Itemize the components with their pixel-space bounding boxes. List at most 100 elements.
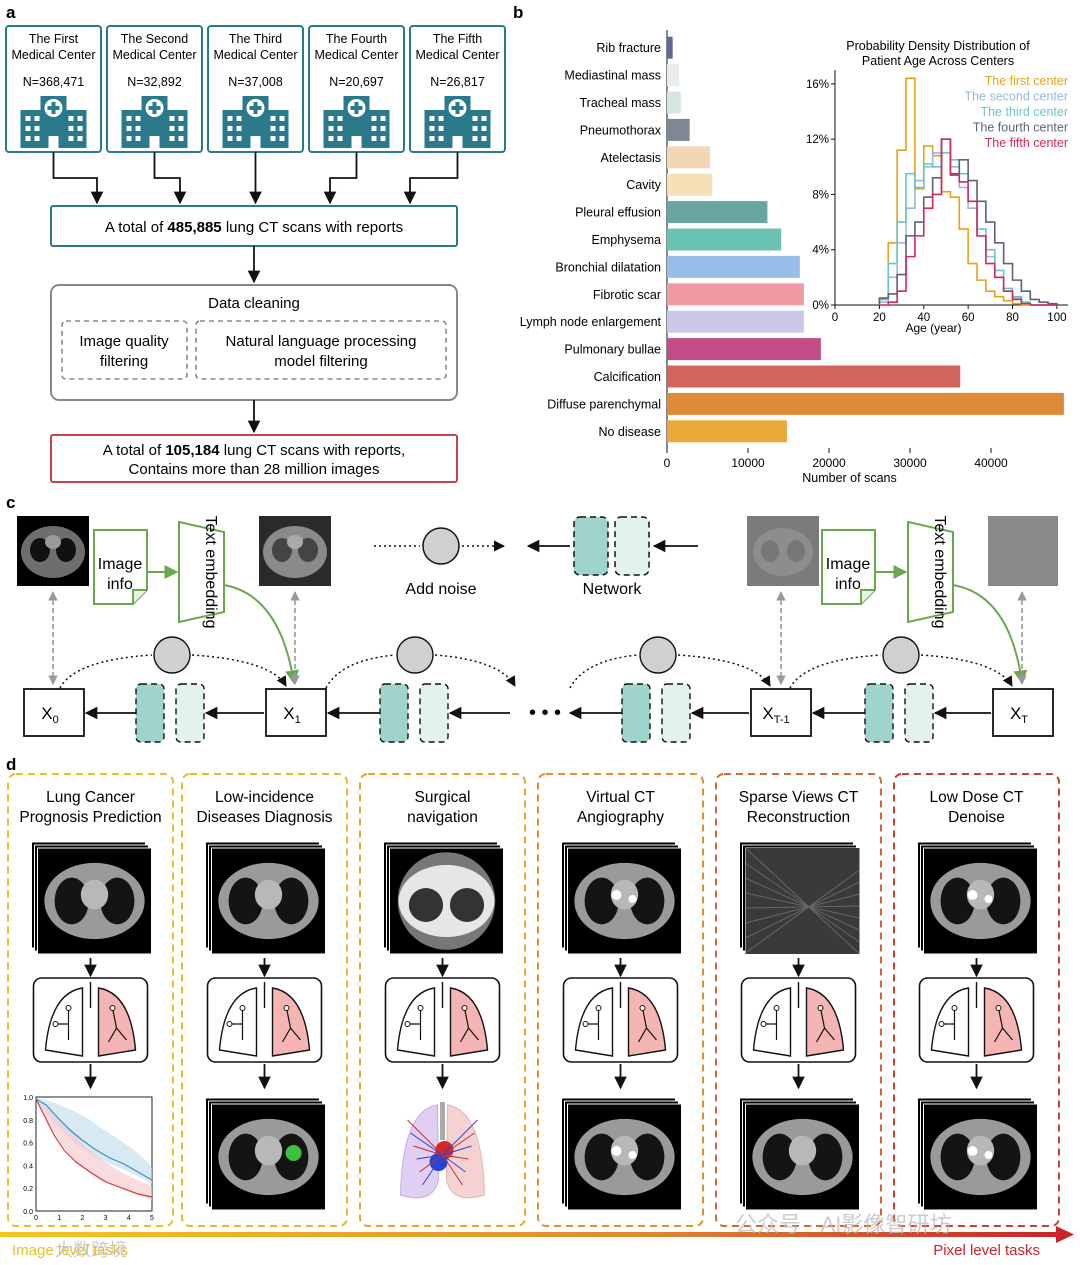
inset-y-tick-label: 8% (812, 189, 829, 201)
lung-icon (206, 977, 323, 1063)
km-x-tick-label: 1 (57, 1215, 61, 1222)
inset-y-tick-label: 16% (806, 79, 829, 91)
bar-4 (667, 146, 710, 169)
image-quality-filter-line2: filtering (100, 353, 148, 370)
noise-arc (434, 654, 516, 687)
image-info-left-line2: info (107, 576, 133, 593)
ct-scan-image (205, 1097, 326, 1211)
task-title-line2: Prognosis Prediction (19, 809, 161, 826)
task-title-line1: Surgical (415, 789, 471, 806)
ct-image-heavy-noise (747, 516, 819, 586)
inset-legend-entry: The fifth center (985, 136, 1068, 150)
inset-x-tick-label: 40 (917, 312, 930, 324)
bar-label: Tracheal mass (579, 96, 661, 110)
bar-10 (667, 310, 804, 333)
center-name-line2: Medical Center (213, 48, 297, 62)
inset-x-tick-label: 20 (873, 312, 886, 324)
task-box (7, 773, 174, 1227)
task-title-line2: navigation (407, 809, 478, 826)
bar-5 (667, 173, 713, 196)
inset-legend-entry: The fourth center (973, 121, 1068, 135)
bar-1 (667, 64, 680, 87)
task-title-line1: Sparse Views CT (739, 789, 859, 806)
bar-label: Pleural effusion (575, 206, 661, 220)
bar-label: Calcification (594, 370, 661, 384)
km-y-tick-label: 0.2 (23, 1186, 33, 1193)
noise-arc (920, 654, 1013, 687)
bar-x-tick-label: 20000 (812, 456, 846, 470)
final-scans-text: A total of 105,184 lung CT scans with re… (103, 442, 405, 459)
noise-arc (191, 654, 287, 687)
noise-arc (569, 654, 639, 689)
inset-legend-entry: The first center (985, 74, 1068, 88)
center-count: N=26,817 (430, 75, 485, 89)
network-block (661, 683, 691, 743)
image-info-left-line1: Image (98, 556, 143, 573)
add-noise-circle (396, 636, 434, 674)
bar-label: Cavity (626, 178, 661, 192)
km-y-tick-label: 0.6 (23, 1141, 33, 1148)
data-cleaning-title: Data cleaning (208, 295, 300, 312)
center-name-line2: Medical Center (314, 48, 398, 62)
bar-label: Lymph node enlargement (520, 315, 662, 329)
lung-icon (32, 977, 149, 1063)
panel-b-letter: b (513, 3, 523, 22)
inset-x-tick-label: 80 (1006, 312, 1019, 324)
center-name-line2: Medical Center (112, 48, 196, 62)
hospital-icon (424, 96, 491, 148)
bar-label: Mediastinal mass (564, 69, 661, 83)
node-xt: XT (992, 688, 1054, 737)
text-embedding-left-label: Text embedding (202, 516, 219, 629)
density-series-2 (878, 138, 1057, 306)
bar-x-tick-label: 40000 (974, 456, 1008, 470)
network-block (864, 683, 894, 743)
final-scans-line2: Contains more than 28 million images (129, 461, 380, 478)
center-count: N=32,892 (127, 75, 182, 89)
watermark-text-2: 大数跨境 (55, 1240, 127, 1260)
task-title-line1: Virtual CT (586, 789, 655, 806)
ct-image-pure-noise (988, 516, 1058, 586)
inset-y-tick-label: 0% (812, 300, 829, 312)
network-block (904, 683, 934, 743)
network-block (419, 683, 449, 743)
network-legend-block-1 (573, 516, 609, 576)
total-scans-text: A total of 485,885 lung CT scans with re… (105, 219, 403, 236)
image-info-right-line2: info (835, 576, 861, 593)
final-scans-box (50, 434, 458, 483)
inset-x-tick-label: 100 (1047, 312, 1066, 324)
svg-text:XT-1: XT-1 (762, 704, 789, 726)
text-embedding-right: Text embedding (907, 516, 954, 628)
ct-scan-image (383, 841, 504, 955)
bar-label: Pneumothorax (580, 123, 662, 137)
km-y-tick-label: 1.0 (23, 1095, 33, 1102)
pixel-level-label: Pixel level tasks (933, 1242, 1040, 1259)
nlp-filter-line1: Natural language processing (226, 333, 417, 350)
bar-label: No disease (598, 425, 661, 439)
hospital-icon (121, 96, 188, 148)
bar-6 (667, 201, 768, 224)
lung-icon (918, 977, 1035, 1063)
inset-x-tick-label: 60 (962, 312, 975, 324)
add-noise-circle (153, 636, 191, 674)
ct-scan-image (739, 841, 860, 955)
inset-y-tick-label: 4% (812, 245, 829, 257)
network-block (379, 683, 409, 743)
task-level-gradient-arrow (0, 1232, 1058, 1237)
node-x0: X0 (23, 688, 85, 737)
inset-title-line1: Probability Density Distribution of (846, 39, 1030, 53)
task-box (181, 773, 348, 1227)
hospital-icon (222, 96, 289, 148)
inset-legend-entry: The second center (964, 90, 1068, 104)
lung-icon (562, 977, 679, 1063)
nlp-filter-line2: model filtering (274, 353, 367, 370)
watermark-text: 公众号 · AI影像智研坊 (735, 1212, 951, 1237)
bar-9 (667, 283, 804, 306)
nlp-filter-box (195, 320, 447, 380)
ct-image-clean (17, 516, 89, 586)
inset-x-tick-label: 0 (832, 312, 838, 324)
center-name-line1: The Second (121, 32, 188, 46)
ct-scan-image (739, 1097, 860, 1211)
